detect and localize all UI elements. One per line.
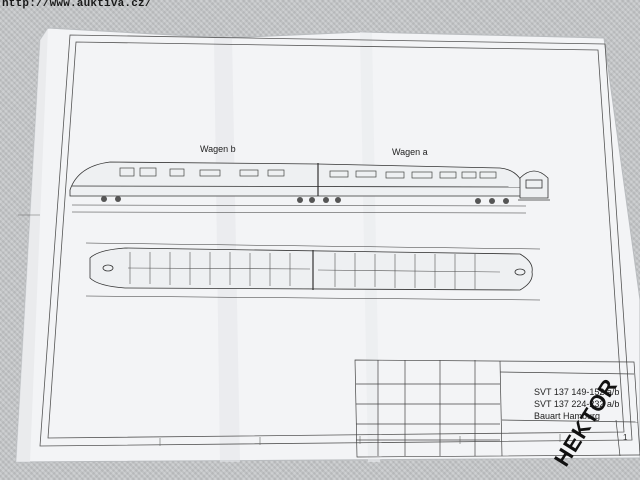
title-block: [354, 359, 640, 458]
front-view: [518, 170, 550, 201]
site-watermark: http://www.auktiva.cz/: [2, 0, 152, 10]
side-elevation: [69, 161, 527, 214]
title-line-3: Bauart Hamburg: [534, 411, 600, 421]
sheet-number: 1: [623, 433, 628, 442]
title-line-2: SVT 137 224-232 a/b: [534, 399, 619, 409]
drawing-frame: [39, 34, 633, 447]
wagen-a-label: Wagen a: [392, 147, 428, 157]
title-line-1: SVT 137 149-152 a/b: [534, 387, 619, 397]
wagen-b-label: Wagen b: [200, 144, 236, 154]
plan-view: [85, 242, 541, 301]
